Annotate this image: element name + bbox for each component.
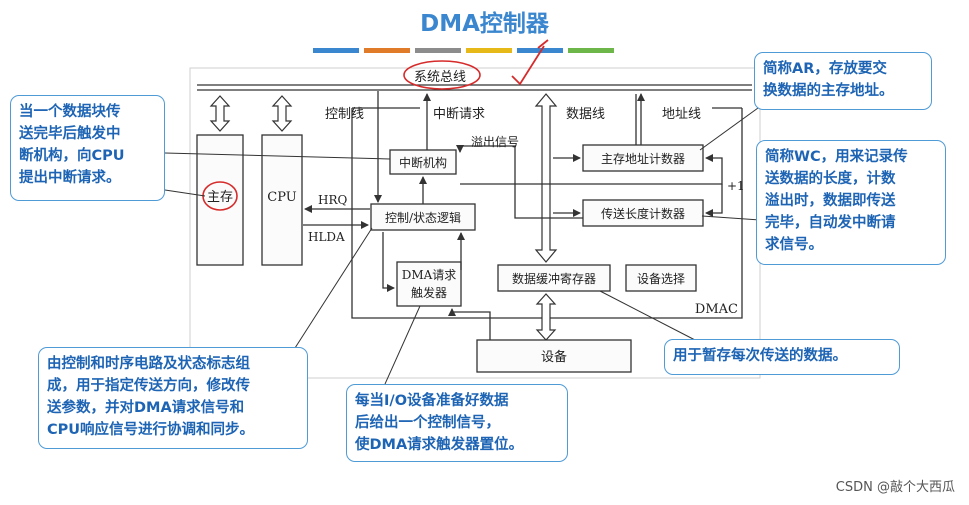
control-note-line: 成，用于指定传送方向，修改传: [47, 378, 250, 394]
buffer-note-line: 用于暂存每次传送的数据。: [673, 348, 847, 364]
wc-note-line: 简称WC，用来记录传: [765, 149, 908, 165]
trigger-note-line: 使DMA请求触发器置位。: [355, 437, 524, 453]
data-buffer-block: [497, 264, 611, 292]
control-to-trigger-line: [382, 232, 395, 292]
dma-request-trigger-label-line1: DMA请求: [402, 268, 457, 282]
data-line-double-arrow: [534, 93, 558, 263]
ar-note-connector: [699, 107, 759, 151]
data-buffer-label: 数据缓冲寄存器: [512, 271, 596, 286]
system-bus-circle-mark: [403, 60, 481, 90]
wc-note: 简称WC，用来记录传 送数据的长度，计数 溢出时，数据即传送 完毕，自动发中断请…: [756, 140, 946, 265]
increment-line-2: [705, 184, 723, 217]
address-counter-label: 主存地址计数器: [601, 151, 685, 166]
device-select-label: 设备选择: [637, 272, 685, 286]
cpu-bus-double-arrow: [271, 95, 293, 132]
word-counter-label: 传送长度计数器: [601, 206, 685, 221]
interrupt-note-line: 送完毕后触发中: [19, 126, 121, 142]
increment-line: [460, 154, 723, 185]
wc-note-line: 求信号。: [765, 237, 823, 253]
interrupt-request-label: 中断请求: [433, 107, 485, 122]
device-label: 设备: [541, 349, 567, 365]
control-note-line: 由控制和时序电路及状态标志组: [47, 356, 250, 372]
interrupt-note-line: 提出中断请求。: [19, 170, 121, 186]
control-note-line: CPU响应信号进行协调和同步。: [47, 422, 255, 438]
control-line-label: 控制线: [325, 107, 364, 122]
interrupt-note: 当一个数据块传 送完毕后触发中 断机构，向CPU 提出中断请求。: [10, 95, 165, 201]
trigger-note: 每当I/O设备准备好数据 后给出一个控制信号， 使DMA请求触发器置位。: [346, 384, 568, 462]
device-to-trigger-line: [448, 308, 491, 340]
overflow-label: 溢出信号: [471, 135, 519, 149]
interrupt-note-connector: [164, 152, 391, 160]
control-note: 由控制和时序电路及状态标志组 成，用于指定传送方向，修改传 送参数，并对DMA请…: [38, 347, 308, 449]
main-memory-label: 主存: [207, 190, 233, 205]
interrupt-label: 中断机构: [399, 155, 447, 170]
dma-request-trigger-label-line2: 触发器: [411, 285, 447, 300]
word-counter-block: [582, 199, 704, 227]
dma-request-trigger-block: [396, 261, 462, 307]
color-strip-seg: [415, 48, 461, 53]
dmac-label: DMAC: [695, 302, 738, 317]
watermark: CSDN @敲个大西瓜: [835, 480, 955, 495]
hrq-label: HRQ: [318, 193, 348, 207]
control-note-connector: [294, 227, 373, 349]
wc-note-line: 完毕，自动发中断请: [765, 215, 896, 231]
trigger-note-line: 后给出一个控制信号，: [355, 415, 500, 431]
color-strip-seg: [313, 48, 359, 53]
trigger-note-line: 每当I/O设备准备好数据: [355, 393, 509, 409]
control-logic-block: [370, 203, 476, 231]
control-logic-label: 控制/状态逻辑: [385, 211, 461, 225]
ar-note-line: 简称AR，存放要交: [763, 61, 887, 77]
color-strip-seg: [517, 48, 563, 53]
control-note-line: 送参数，并对DMA请求信号和: [47, 400, 245, 416]
address-line-label: 地址线: [662, 107, 701, 122]
wc-note-connector: [701, 215, 761, 221]
overflow-line: [456, 145, 583, 219]
device-select-block: [625, 264, 697, 292]
device-block: [476, 339, 632, 373]
interrupt-note-line: 断机构，向CPU: [19, 148, 125, 164]
buffer-note-connector: [599, 290, 696, 341]
ar-note: 简称AR，存放要交 换数据的主存地址。: [754, 52, 932, 110]
cpu-label: CPU: [267, 190, 296, 205]
check-mark: [511, 39, 549, 86]
data-line-label: 数据线: [566, 107, 605, 122]
wc-note-line: 送数据的长度，计数: [765, 171, 896, 187]
buffer-note: 用于暂存每次传送的数据。: [664, 339, 900, 375]
hlda-label: HLDA: [308, 230, 345, 244]
interrupt-block: [389, 149, 457, 175]
system-bus-label: 系统总线: [414, 70, 466, 85]
color-strip-seg: [568, 48, 614, 53]
color-strip-seg: [364, 48, 410, 53]
ar-note-line: 换数据的主存地址。: [763, 83, 894, 99]
memory-bus-double-arrow: [209, 95, 231, 132]
plus-one-label: +1: [727, 179, 745, 193]
wc-note-line: 溢出时，数据即传送: [765, 193, 896, 209]
main-memory-block: [196, 134, 244, 266]
color-strip: [313, 48, 614, 53]
trigger-note-connector: [384, 305, 421, 385]
color-strip-seg: [466, 48, 512, 53]
interrupt-note-line: 当一个数据块传: [19, 104, 121, 120]
interrupt-note-connector-2: [164, 189, 206, 197]
page-title: DMA控制器: [420, 11, 549, 37]
address-counter-block: [582, 144, 704, 172]
